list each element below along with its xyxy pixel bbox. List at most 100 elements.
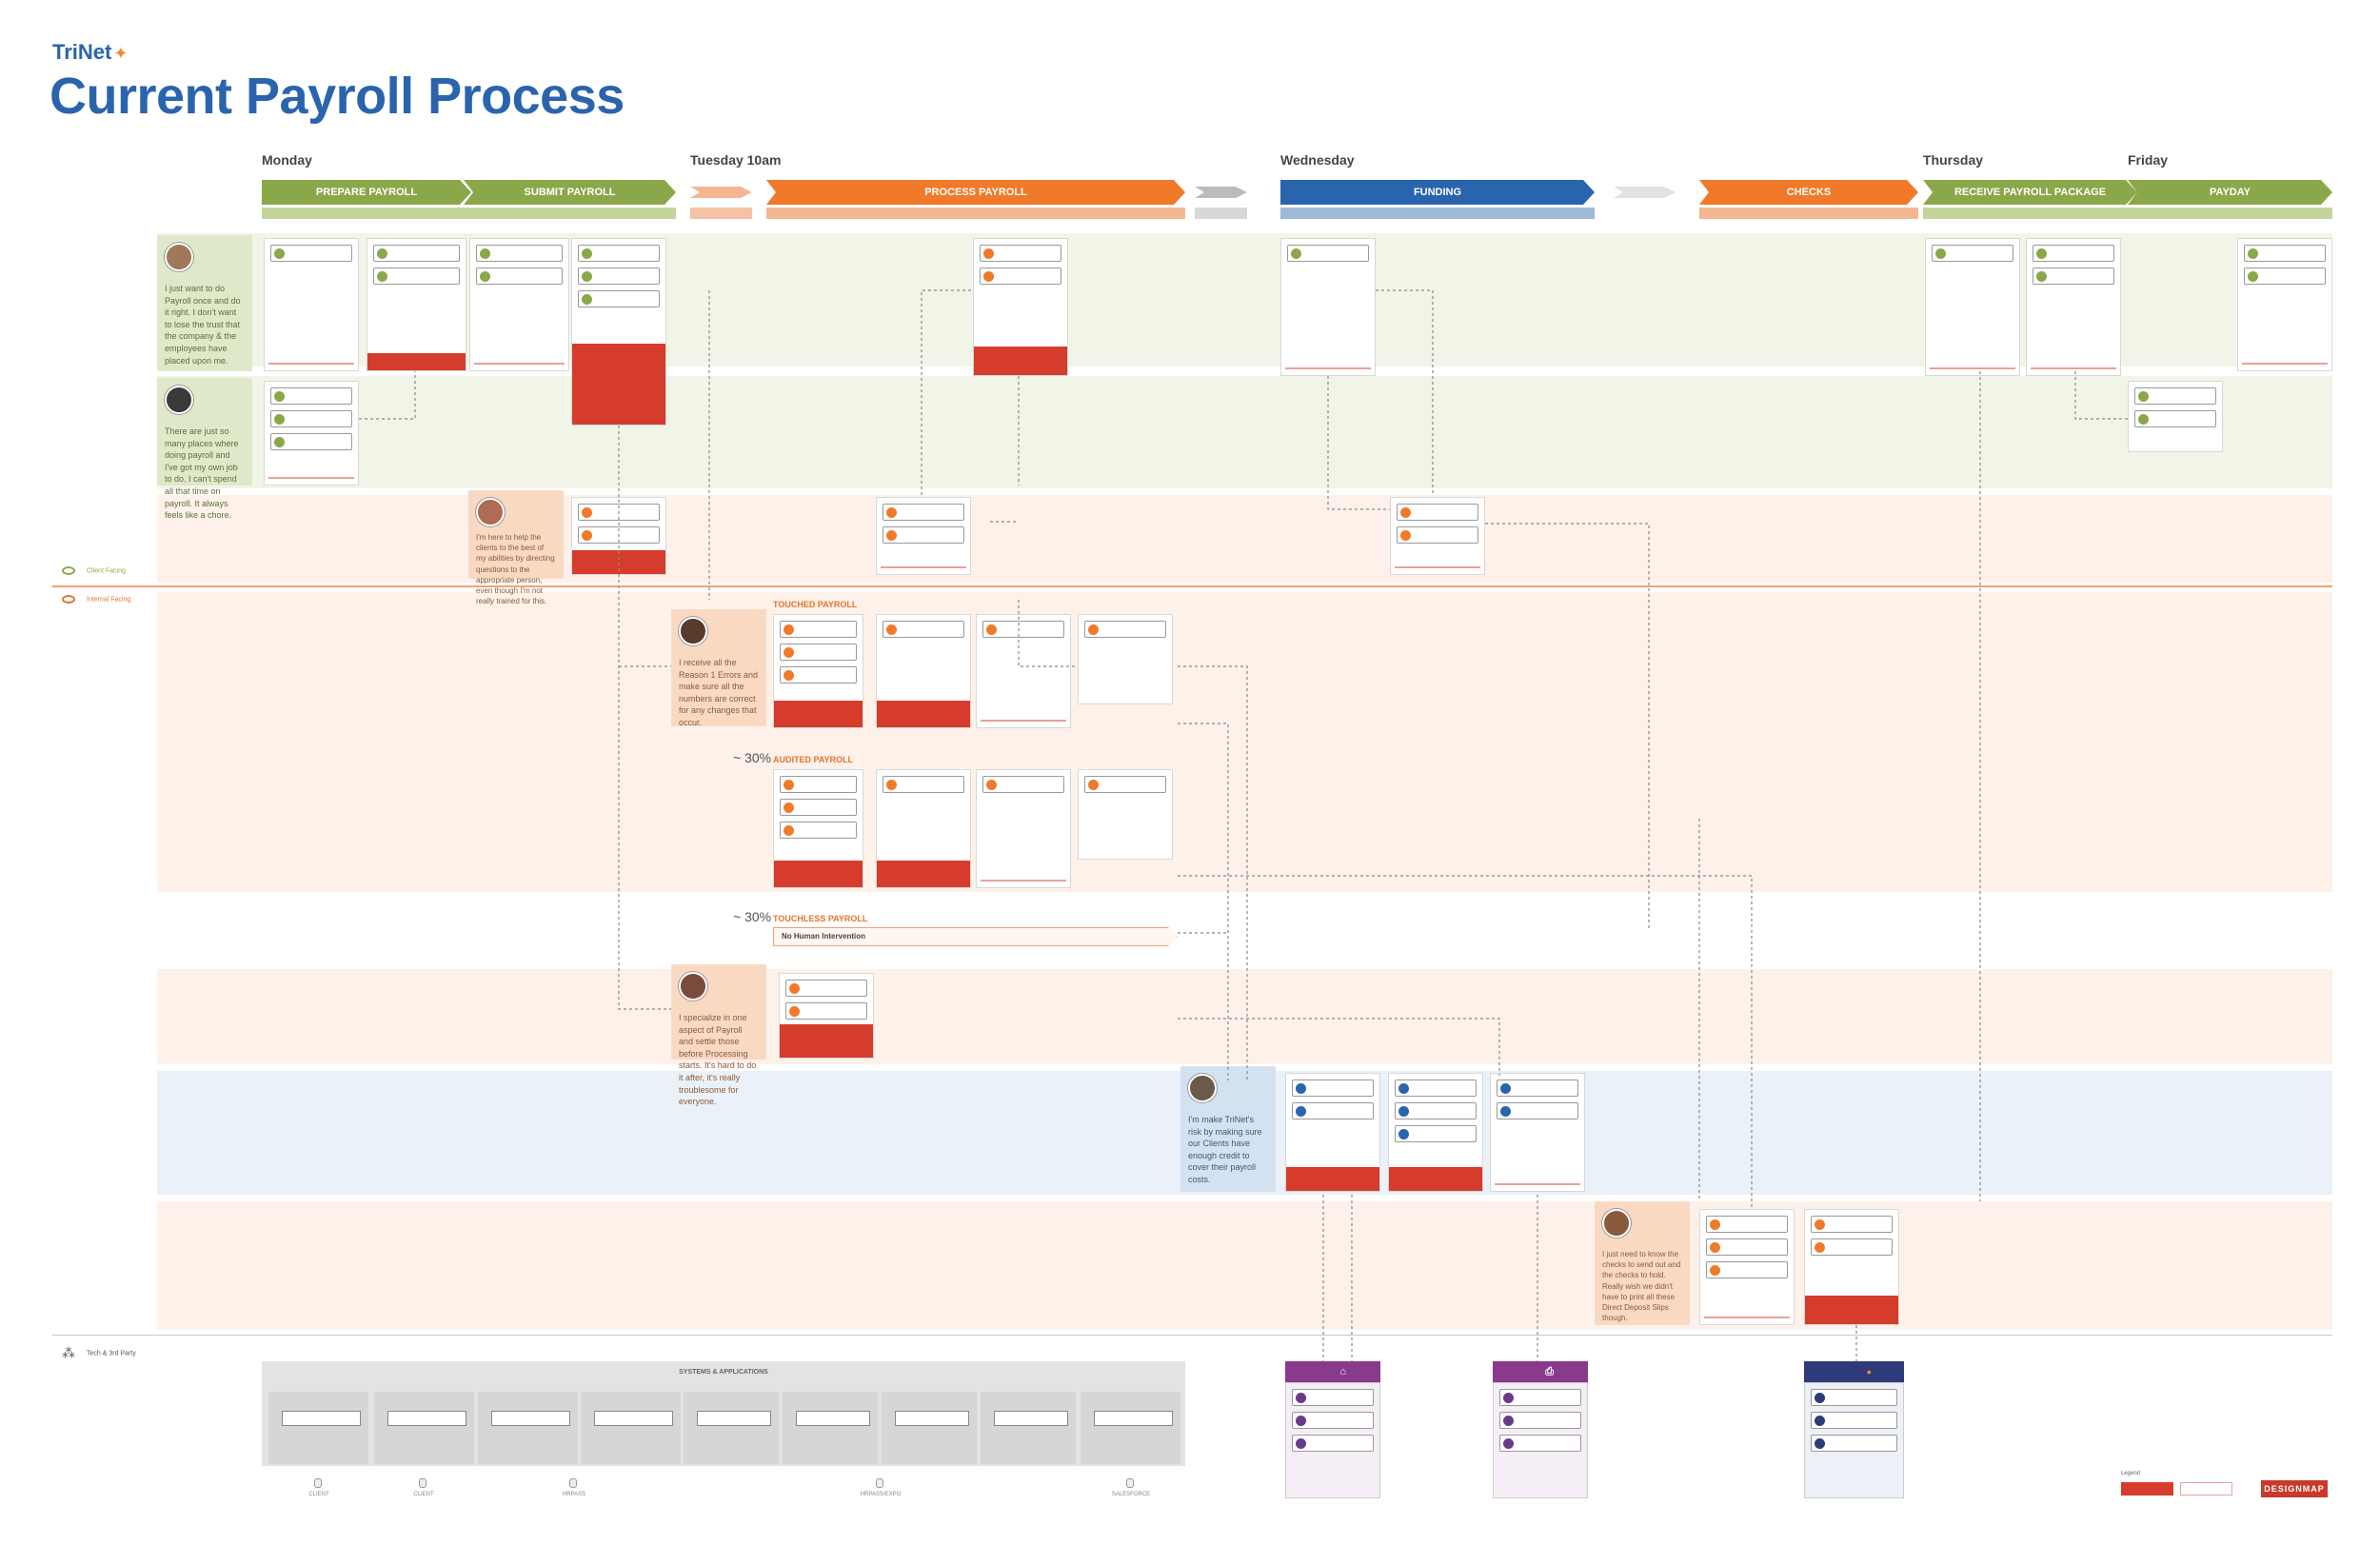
designmap-logo: DESIGNMAP <box>2261 1480 2328 1497</box>
pain-point <box>1389 1167 1482 1191</box>
step-box[interactable] <box>1395 1080 1477 1097</box>
database-icon <box>876 1478 883 1488</box>
step-box[interactable] <box>1395 1102 1477 1119</box>
step-box[interactable] <box>2134 410 2216 427</box>
step-box[interactable] <box>1499 1435 1581 1452</box>
system-step[interactable] <box>994 1411 1068 1426</box>
step-box[interactable] <box>270 433 352 450</box>
step-box[interactable] <box>780 776 857 793</box>
step-box[interactable] <box>1706 1261 1788 1278</box>
step-box[interactable] <box>1084 776 1166 793</box>
step-box[interactable] <box>1497 1080 1578 1097</box>
vendor-fedex <box>1804 1382 1904 1498</box>
step-box[interactable] <box>270 245 352 262</box>
step-card <box>1280 238 1376 376</box>
step-box[interactable] <box>2244 267 2326 285</box>
step-box[interactable] <box>373 245 460 262</box>
step-box[interactable] <box>1292 1102 1374 1119</box>
step-box[interactable] <box>476 267 563 285</box>
step-box[interactable] <box>883 504 964 521</box>
step-box[interactable] <box>2033 245 2114 262</box>
step-box[interactable] <box>1706 1238 1788 1256</box>
step-box[interactable] <box>578 267 660 285</box>
step-box[interactable] <box>2134 387 2216 405</box>
step-box[interactable] <box>883 621 964 638</box>
step-card <box>1078 769 1173 860</box>
step-card <box>2128 381 2223 452</box>
step-box[interactable] <box>1499 1389 1581 1406</box>
system-step[interactable] <box>895 1411 969 1426</box>
step-box[interactable] <box>1395 1125 1477 1142</box>
phase-checks: CHECKS <box>1699 180 1918 205</box>
phase-process-payroll: PROCESS PAYROLL <box>766 180 1185 205</box>
substeps-orange-1 <box>766 208 1185 219</box>
db-label: SALESFORCE <box>1111 1492 1151 1497</box>
step-box[interactable] <box>1811 1389 1897 1406</box>
system-step[interactable] <box>1094 1411 1173 1426</box>
step-box[interactable] <box>780 644 857 661</box>
system-step[interactable] <box>282 1411 361 1426</box>
step-box[interactable] <box>2244 245 2326 262</box>
step-box[interactable] <box>780 799 857 816</box>
step-box[interactable] <box>476 245 563 262</box>
pain-point <box>1395 566 1480 568</box>
touchless-payroll-label: TOUCHLESS PAYROLL <box>773 914 868 923</box>
system-step[interactable] <box>387 1411 466 1426</box>
step-box[interactable] <box>373 267 460 285</box>
persona-specialist: I specialize in one aspect of Payroll an… <box>671 964 766 1106</box>
step-box[interactable] <box>883 776 964 793</box>
system-step[interactable] <box>594 1411 673 1426</box>
step-box[interactable] <box>1811 1435 1897 1452</box>
lane-client-manager <box>157 376 2332 488</box>
pain-point <box>474 363 565 365</box>
step-box[interactable] <box>785 980 867 997</box>
step-box[interactable] <box>270 410 352 427</box>
step-box[interactable] <box>982 621 1064 638</box>
phase-payday: PAYDAY <box>2128 180 2332 205</box>
step-box[interactable] <box>1292 1389 1374 1406</box>
system-column <box>1081 1392 1180 1464</box>
step-box[interactable] <box>780 666 857 683</box>
step-box[interactable] <box>780 621 857 638</box>
step-box[interactable] <box>1084 621 1166 638</box>
step-box[interactable] <box>1292 1435 1374 1452</box>
step-box[interactable] <box>1811 1238 1893 1256</box>
step-box[interactable] <box>1706 1216 1788 1233</box>
db-label: CLIENT <box>413 1492 434 1497</box>
eye-icon <box>62 566 75 575</box>
step-box[interactable] <box>270 387 352 405</box>
step-box[interactable] <box>1292 1412 1374 1429</box>
database-icon <box>1126 1478 1134 1488</box>
step-box[interactable] <box>578 245 660 262</box>
step-box[interactable] <box>883 526 964 544</box>
step-card <box>876 614 971 728</box>
vendor-bank <box>1285 1382 1380 1498</box>
step-box[interactable] <box>1932 245 2013 262</box>
system-step[interactable] <box>796 1411 870 1426</box>
system-step[interactable] <box>491 1411 570 1426</box>
step-box[interactable] <box>1499 1412 1581 1429</box>
step-box[interactable] <box>1811 1412 1897 1429</box>
step-box[interactable] <box>785 1002 867 1020</box>
step-box[interactable] <box>980 267 1061 285</box>
step-box[interactable] <box>1497 1102 1578 1119</box>
day-friday: Friday <box>2128 152 2169 168</box>
pain-point <box>774 701 863 727</box>
step-box[interactable] <box>980 245 1061 262</box>
step-box[interactable] <box>1292 1080 1374 1097</box>
persona-quote: I'm here to help the clients to the best… <box>476 533 555 606</box>
step-box[interactable] <box>1397 526 1478 544</box>
network-icon: ⁂ <box>62 1345 75 1360</box>
pain-point <box>1704 1317 1790 1318</box>
step-box[interactable] <box>1811 1216 1893 1233</box>
step-box[interactable] <box>1397 504 1478 521</box>
step-box[interactable] <box>780 822 857 839</box>
step-box[interactable] <box>2033 267 2114 285</box>
database-icon <box>314 1478 322 1488</box>
system-step[interactable] <box>697 1411 771 1426</box>
day-thursday: Thursday <box>1923 152 1984 168</box>
step-box[interactable] <box>578 290 660 307</box>
database-icon <box>419 1478 426 1488</box>
step-box[interactable] <box>982 776 1064 793</box>
step-box[interactable] <box>1287 245 1369 262</box>
